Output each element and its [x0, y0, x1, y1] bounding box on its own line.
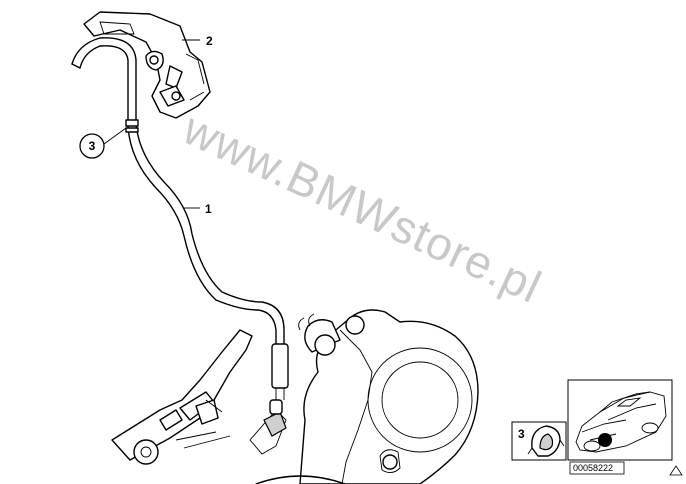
image-code: 00058222 [573, 463, 613, 473]
inset-clip-label: 3 [518, 427, 525, 441]
clip-inset: 3 [511, 421, 567, 461]
hose-clip-icon [527, 425, 565, 457]
callout-1: 1 [205, 202, 212, 216]
corner-triangle-icon [669, 465, 683, 476]
vehicle-location-inset [567, 379, 673, 461]
image-code-box: 00058222 [569, 461, 625, 475]
breather-hose-icon [71, 37, 289, 415]
callout-leaders [103, 39, 200, 209]
hose-bracket-icon [83, 11, 211, 119]
callout-2: 2 [206, 34, 213, 48]
callout-3-badge: 3 [79, 133, 105, 159]
watermark: www.BMWstore.pl [175, 102, 550, 314]
callout-3: 3 [89, 139, 96, 153]
linkage-icon [111, 329, 287, 465]
vehicle-location-icon [575, 391, 667, 453]
transfer-case-icon [255, 309, 479, 484]
